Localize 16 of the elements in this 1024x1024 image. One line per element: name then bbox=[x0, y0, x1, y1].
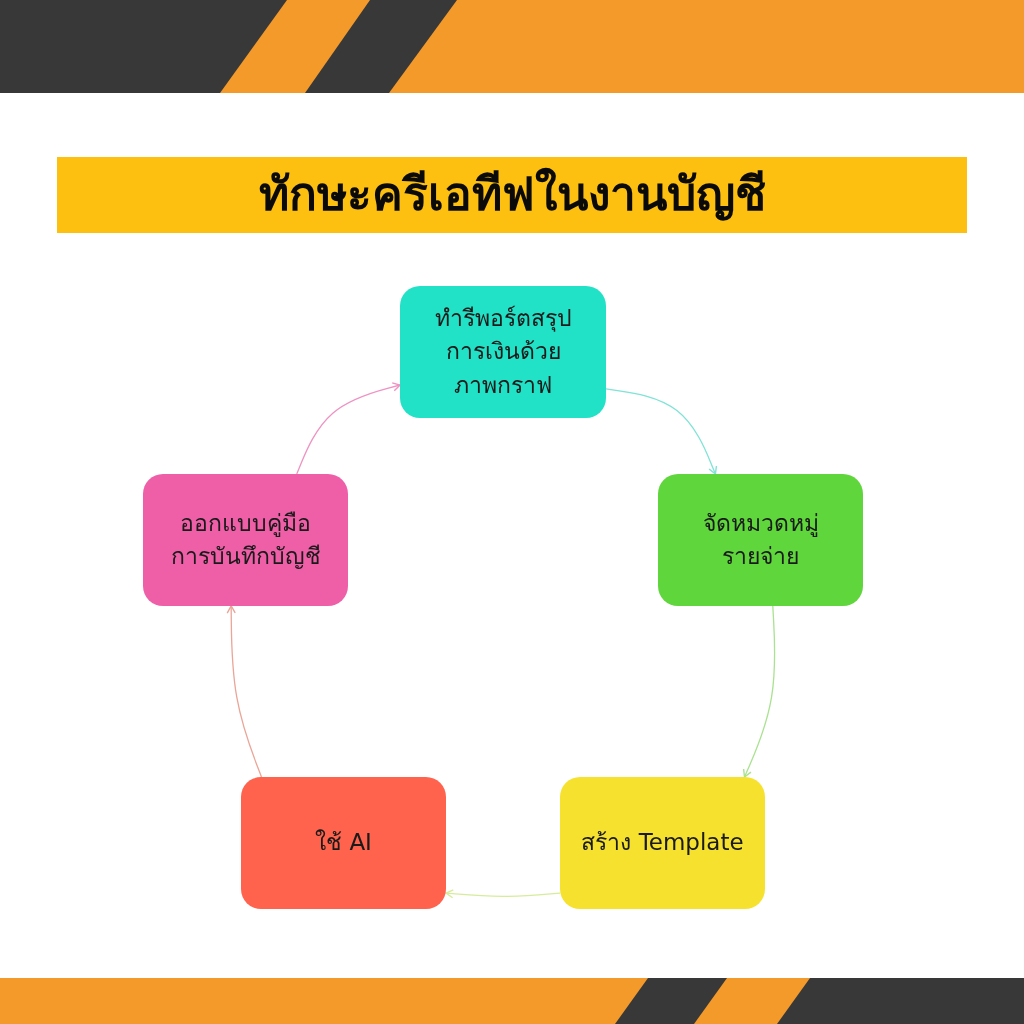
flow-arrow bbox=[226, 605, 263, 778]
step-box bbox=[143, 474, 348, 606]
step-box bbox=[658, 474, 863, 606]
title-text: ทักษะครีเอทีฟในงานบัญชี bbox=[258, 167, 766, 223]
step-box bbox=[241, 777, 446, 909]
flow-arrow bbox=[296, 382, 401, 475]
step-box bbox=[400, 286, 606, 418]
flow-arrow bbox=[445, 889, 561, 899]
step-text: ใช้ AI bbox=[315, 828, 372, 858]
flow-arrow bbox=[605, 388, 718, 475]
step-text: ทำรีพอร์ตสรุปการเงินด้วยภาพกราฟ bbox=[433, 304, 573, 400]
step-text: สร้าง Template bbox=[581, 828, 744, 858]
flow-arrow bbox=[742, 605, 776, 778]
step-text: ออกแบบคู่มือการบันทึกบัญชี bbox=[169, 508, 322, 571]
step-box bbox=[560, 777, 765, 909]
step-text: จัดหมวดหมู่รายจ่าย bbox=[701, 508, 820, 571]
